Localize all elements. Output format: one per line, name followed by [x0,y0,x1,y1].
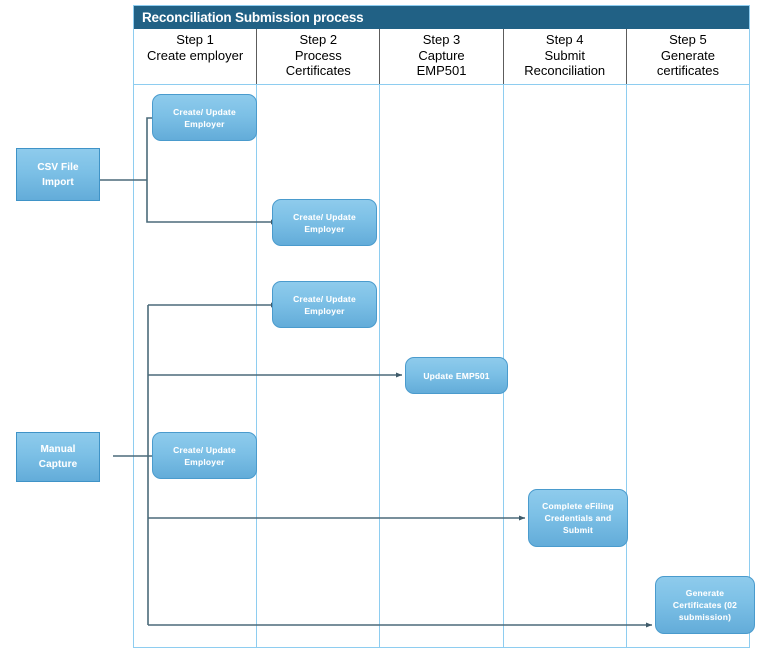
column-header-step-4: Step 4 Submit Reconciliation [504,29,627,84]
lane-step-4 [504,85,627,648]
column-header-step-1: Step 1 Create employer [134,29,258,84]
node-create-update-employer-4-line2: Employer [184,456,225,467]
lane-step-5 [627,85,749,648]
node-create-update-employer-2-line1: Create/ Update [293,211,356,222]
node-generate-certificates-line1: Generate [685,588,725,598]
node-complete-efiling-submit-line1: Complete eFiling [542,501,614,511]
input-csv-file-import-line2: Import [42,176,74,188]
column-header-step-3: Step 3 Capture EMP501 [380,29,504,84]
column-header-step-3-line1: Step 3 [422,32,461,47]
column-header-step-4-line1: Step 4 [545,32,584,47]
lane-step-1 [134,85,258,648]
node-create-update-employer-4[interactable]: Create/ Update Employer [152,432,257,479]
node-create-update-employer-4-line1: Create/ Update [173,444,236,455]
node-create-update-employer-1-line2: Employer [184,118,225,129]
node-create-update-employer-3-line2: Employer [304,305,345,316]
diagram-title: Reconciliation Submission process [142,10,364,25]
column-header-step-2-line3: Certificates [285,63,351,78]
column-header-step-5: Step 5 Generate certificates [627,29,749,84]
node-create-update-employer-2-line2: Employer [304,223,345,234]
input-csv-file-import[interactable]: CSV File Import [16,148,100,201]
node-update-emp501-line1: Update EMP501 [423,370,490,381]
column-header-row: Step 1 Create employer Step 2 Process Ce… [134,29,749,85]
node-create-update-employer-1-line1: Create/ Update [173,106,236,117]
input-csv-file-import-line1: CSV File [37,161,79,173]
column-header-step-2-line2: Process [294,47,342,63]
column-header-step-1-line2: Create employer [147,47,244,63]
column-header-step-4-line3: Reconciliation [524,63,606,78]
node-generate-certificates[interactable]: Generate Certificates (02 submission) [655,576,755,634]
column-header-step-5-line2: Generate [660,47,716,63]
diagram-title-bar: Reconciliation Submission process [134,6,749,29]
node-complete-efiling-submit-line3: Submit [562,525,593,535]
node-generate-certificates-line2: Certificates (02 [672,600,738,610]
column-header-step-1-line1: Step 1 [176,32,214,47]
column-header-step-2: Step 2 Process Certificates [257,29,381,84]
column-header-step-4-line2: Submit [544,47,585,63]
column-header-step-5-line1: Step 5 [669,32,707,47]
input-manual-capture-line1: Manual [40,444,76,455]
input-manual-capture[interactable]: Manual Capture [16,432,100,482]
node-create-update-employer-3[interactable]: Create/ Update Employer [272,281,377,328]
column-header-step-3-line3: EMP501 [416,63,467,78]
column-header-step-2-line1: Step 2 [299,32,338,47]
column-header-step-3-line2: Capture [418,47,465,63]
node-create-update-employer-2[interactable]: Create/ Update Employer [272,199,377,246]
input-manual-capture-line2: Capture [38,459,78,470]
node-complete-efiling-submit[interactable]: Complete eFiling Credentials and Submit [528,489,628,547]
lane-step-2 [257,85,381,648]
node-complete-efiling-submit-line2: Credentials and [544,513,612,523]
column-header-step-5-line3: certificates [656,63,719,78]
node-create-update-employer-1[interactable]: Create/ Update Employer [152,94,257,141]
node-create-update-employer-3-line1: Create/ Update [293,293,356,304]
node-generate-certificates-line3: submission) [678,612,732,622]
node-update-emp501[interactable]: Update EMP501 [405,357,508,394]
